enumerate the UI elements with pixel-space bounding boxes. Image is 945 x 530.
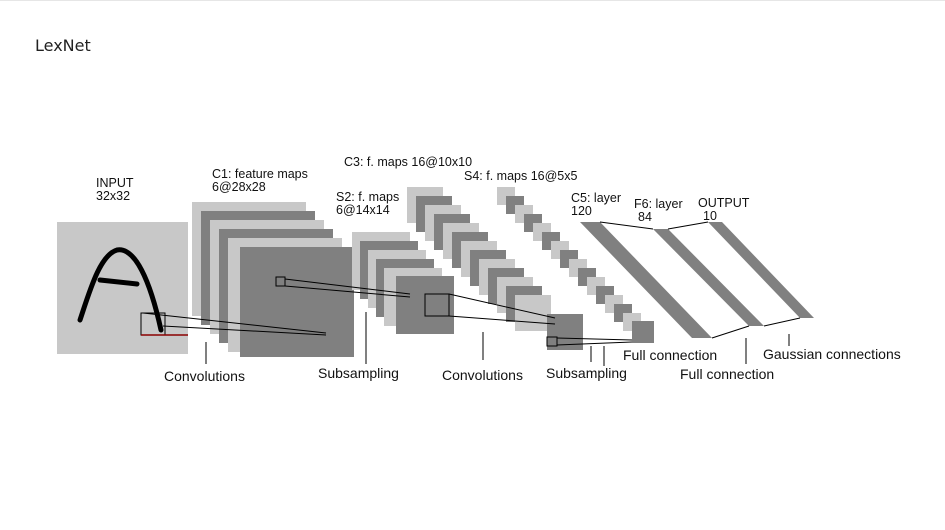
conv1-link-top [142,312,327,334]
full-connection-lines [599,221,801,339]
input-layer [57,222,188,354]
c5-layer-band [580,222,712,338]
handwritten-a-glyph [77,247,164,333]
s4-label: S4: f. maps 16@5x5 [464,169,577,183]
input-size: 32x32 [96,189,130,203]
s2-feature-maps [352,232,454,334]
full-connection-label-2: Full connection [680,366,774,382]
top-divider [0,0,945,1]
s2-size: 6@14x14 [336,203,390,217]
c5-size: 120 [571,204,592,218]
output-label: OUTPUT [698,196,750,210]
c3-label: C3: f. maps 16@10x10 [344,155,472,169]
c5-label: C5: layer [571,191,621,205]
convolutions-label-1: Convolutions [164,368,245,384]
conv1-link-bottom [162,325,327,336]
full-connection-label-1: Full connection [623,347,717,363]
sub2-link-top [556,337,633,341]
output-size: 10 [703,209,717,223]
f6-layer-band [653,229,764,326]
subsampling-label-2: Subsampling [546,365,627,381]
s2-label: S2: f. maps [336,190,399,204]
operation-ticks [205,312,790,366]
input-image [57,222,188,354]
sub2-link-bottom [556,341,633,346]
page-title: LexNet [35,36,91,55]
fully-connected-bands [580,222,814,338]
conv2-link-top [448,293,556,319]
output-layer-band [708,222,814,318]
c1-size: 6@28x28 [212,180,266,194]
convolutions-label-2: Convolutions [442,367,523,383]
sub1-link-bottom [284,285,411,298]
c1-label: C1: feature maps [212,167,308,181]
gaussian-connections-label: Gaussian connections [763,346,901,362]
conv2-link-bottom [448,315,556,325]
input-label: INPUT [96,176,134,190]
subsampling-label-1: Subsampling [318,365,399,381]
sub1-link-top [284,278,411,295]
f6-label: F6: layer [634,197,683,211]
f6-size: 84 [638,210,652,224]
c1-feature-maps [192,202,354,357]
s4-feature-maps [497,187,654,343]
